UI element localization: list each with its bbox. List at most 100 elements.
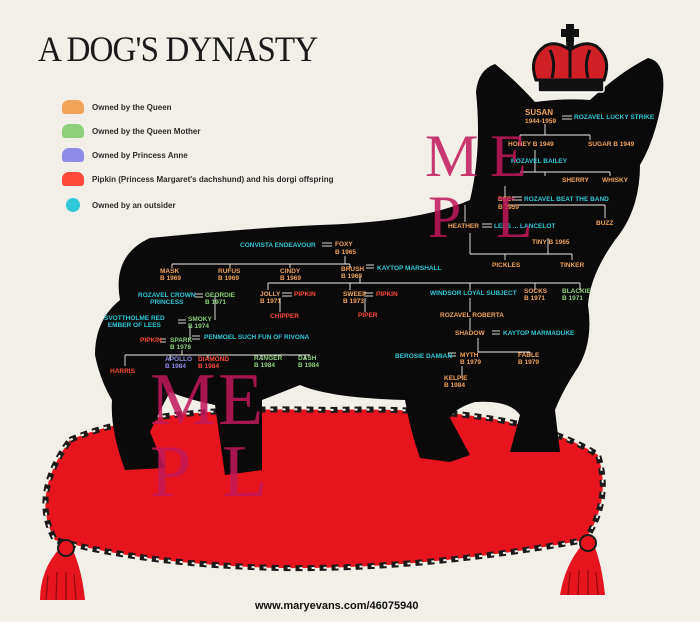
node-geordie-year: B 1971 — [205, 299, 226, 306]
node-tinker: TINKER — [560, 262, 585, 269]
node-heather: HEATHER — [448, 223, 479, 230]
dot-icon — [66, 198, 80, 212]
node-chipper: CHIPPER — [270, 313, 299, 320]
node-kelpie-year: B 1984 — [444, 382, 465, 389]
node-kaytop-marmaduke: KAYTOP MARMADUKE — [503, 330, 575, 337]
node-myth: MYTH — [460, 352, 479, 359]
node-bee: BEE — [498, 196, 512, 203]
watermark-letter: E — [490, 123, 527, 189]
node-rozavel-beat-the-band: ROZAVEL BEAT THE BAND — [524, 196, 609, 203]
node-cindy: CINDY — [280, 268, 301, 275]
crown-icon — [532, 24, 609, 93]
node-rufus-year: B 1969 — [218, 275, 239, 282]
node-harris: HARRIS — [110, 368, 135, 375]
node-foxy-year: B 1965 — [335, 249, 356, 256]
watermark-letter: M — [150, 359, 216, 441]
node-rozavel-bailey: ROZAVEL BAILEY — [511, 158, 568, 165]
node-fable-year: B 1979 — [518, 359, 539, 366]
node-dash-year: B 1984 — [298, 362, 319, 369]
node-susan: SUSAN — [525, 108, 554, 117]
legend-item-pipkin: Pipkin (Princess Margaret's dachshund) a… — [62, 170, 334, 188]
node-svottholme-red-ember-of-lees: SVOTTHOLME RED EMBER OF LEES — [104, 315, 165, 329]
node-diamond-year: B 1984 — [198, 363, 219, 370]
legend-item-queen-mother: Owned by the Queen Mother — [62, 122, 200, 140]
node-socks-year: B 1971 — [524, 295, 545, 302]
crown-icon — [62, 148, 84, 162]
node-blackie-year: B 1971 — [562, 295, 583, 302]
node-brush: BRUSH — [341, 266, 365, 273]
node-whisky: WHISKY — [602, 177, 628, 184]
legend-label: Pipkin (Princess Margaret's dachshund) a… — [92, 174, 334, 184]
legend-label: Owned by an outsider — [92, 200, 176, 210]
node-apollo: APOLLO — [165, 356, 193, 363]
node-susan-year: 1944-1959 — [525, 118, 557, 125]
node-rozavel-roberta: ROZAVEL ROBERTA — [440, 312, 504, 319]
watermark-letter: L — [496, 184, 533, 250]
node-socks: SOCKS — [524, 288, 548, 295]
legend-item-outsider: Owned by an outsider — [62, 196, 176, 214]
node-fable: FABLE — [518, 352, 540, 359]
node-foxy: FOXY — [335, 241, 353, 248]
tree-connectors — [124, 124, 611, 378]
watermark-letter: M — [425, 123, 479, 189]
node-geordie: GEORDIE — [205, 292, 235, 299]
node-mask-year: B 1969 — [160, 275, 181, 282]
node-rozavel-crown-princess: ROZAVEL CROWN PRINCESS — [138, 292, 196, 306]
node-convista-endeavour: CONVISTA ENDEAVOUR — [240, 242, 316, 249]
node-jolly-year: B 1971 — [260, 298, 281, 305]
node-kelpie: KELPIE — [444, 375, 468, 382]
watermark-letter: P — [150, 431, 192, 513]
node-myth-year: B 1979 — [460, 359, 481, 366]
crown-icon — [62, 100, 84, 114]
node-cindy-year: B 1969 — [280, 275, 301, 282]
crown-icon — [62, 124, 84, 138]
node-kaytop-marshall: KAYTOP MARSHALL — [377, 265, 442, 272]
node-pipkin-3: PIPKIN — [140, 337, 162, 344]
node-sweep-year: B 1973 — [343, 298, 364, 305]
node-diamond: DIAMOND — [198, 356, 230, 363]
node-bee-year: B 1959 — [498, 204, 519, 211]
node-spark-year: B 1978 — [170, 344, 191, 351]
node-ranger: RANGER — [254, 355, 283, 362]
node-ranger-year: B 1984 — [254, 362, 275, 369]
node-smoky: SMOKY — [188, 316, 212, 323]
node-buzz: BUZZ — [596, 220, 614, 227]
left-tassel — [40, 539, 85, 601]
image-credit: www.maryevans.com/46075940 — [255, 600, 419, 612]
node-tiny: TINY B 1965 — [532, 239, 570, 246]
node-berosie-damian: BEROSIE DAMIAN — [395, 353, 453, 360]
node-shadow: SHADOW — [455, 330, 485, 337]
node-sugar: SUGAR B 1949 — [588, 141, 635, 148]
legend-item-queen: Owned by the Queen — [62, 98, 172, 116]
node-brush-year: B 1969 — [341, 273, 362, 280]
node-rufus: RUFUS — [218, 268, 241, 275]
legend-label: Owned by the Queen — [92, 102, 172, 112]
node-blackie: BLACKIE — [562, 288, 591, 295]
corgi-silhouette — [95, 58, 664, 475]
node-pipkin-2: PIPKIN — [376, 291, 398, 298]
node-mask: MASK — [160, 268, 180, 275]
mating-marks — [160, 115, 572, 357]
node-rozavel-lucky-strike: ROZAVEL LUCKY STRIKE — [574, 114, 655, 121]
node-piper: PIPER — [358, 312, 378, 319]
node-sweep: SWEEP — [343, 291, 367, 298]
node-sherry: SHERRY — [562, 177, 589, 184]
page-title: A DOG'S DYNASTY — [38, 29, 318, 69]
watermark-letter: E — [218, 359, 264, 441]
node-honey: HONEY B 1949 — [508, 141, 554, 148]
node-penmoel-such-fun-of-rivona: PENMOEL SUCH FUN OF RIVONA — [204, 334, 310, 341]
crown-icon — [62, 172, 84, 186]
node-jolly: JOLLY — [260, 291, 281, 298]
right-tassel — [560, 534, 605, 596]
node-apollo-year: B 1984 — [165, 363, 186, 370]
legend-label: Owned by the Queen Mother — [92, 126, 201, 136]
node-windsor-loyal-subject: WINDSOR LOYAL SUBJECT — [430, 290, 517, 297]
node-lees-lancelot: LEES ... LANCELOT — [494, 223, 556, 230]
watermark-letter: L — [222, 431, 268, 513]
node-pickles: PICKLES — [492, 262, 521, 269]
node-spark: SPARK — [170, 337, 193, 344]
node-pipkin-1: PIPKIN — [294, 291, 316, 298]
node-smoky-year: B 1974 — [188, 323, 209, 330]
watermark-letter: P — [428, 184, 462, 250]
